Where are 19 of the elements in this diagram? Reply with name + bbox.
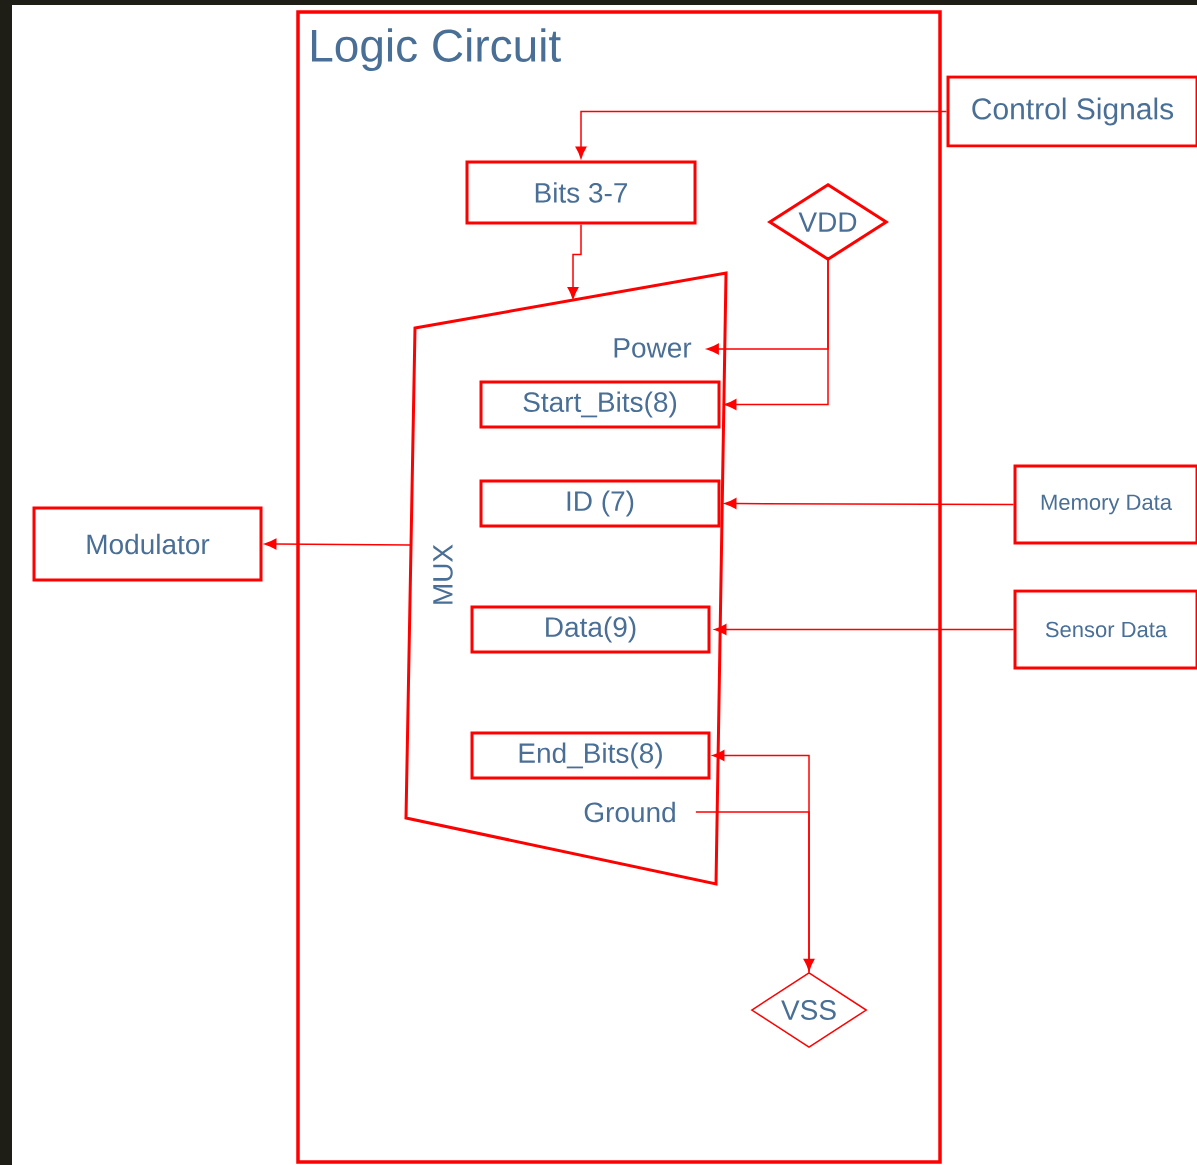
arrow xyxy=(695,811,815,971)
input-box: Sensor Data xyxy=(1013,589,1197,670)
arrow xyxy=(575,110,948,159)
input-box: Memory Data xyxy=(1013,464,1197,545)
process-box: Bits 3-7 xyxy=(465,160,697,225)
field-box: Data(9) xyxy=(470,605,711,654)
input-box: Control Signals xyxy=(946,75,1197,148)
arrow xyxy=(712,750,810,974)
field-box: Start_Bits(8) xyxy=(479,380,721,429)
arrow xyxy=(264,538,411,550)
field-box: End_Bits(8) xyxy=(470,731,711,780)
arrow xyxy=(714,624,1015,635)
pin-label: Power xyxy=(614,338,692,358)
arrow xyxy=(724,258,829,410)
arrow xyxy=(724,498,1015,509)
output-box: Modulator xyxy=(32,506,263,582)
arrow xyxy=(567,223,582,299)
pin-label: Ground xyxy=(584,801,675,823)
field-box: ID (7) xyxy=(479,479,721,528)
